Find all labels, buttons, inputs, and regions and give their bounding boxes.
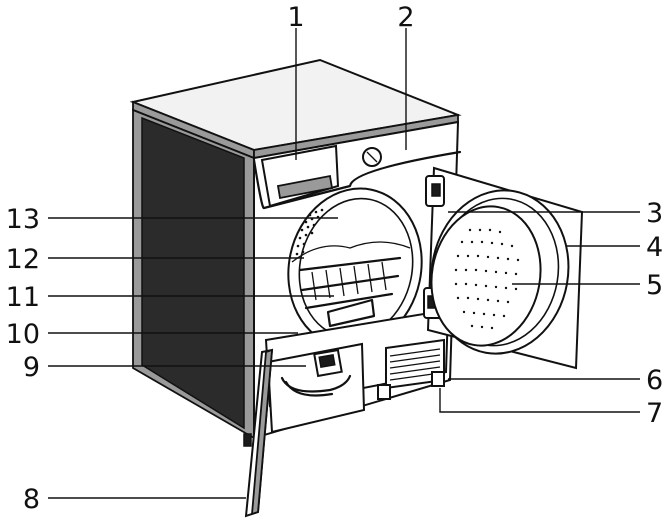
control-strip bbox=[252, 150, 462, 210]
callout-11: 11 bbox=[6, 282, 40, 313]
plinth-door bbox=[243, 348, 274, 518]
ventilation-slots bbox=[385, 338, 445, 390]
callout-7: 7 bbox=[646, 398, 663, 429]
loading-door bbox=[423, 166, 584, 370]
leader-7 bbox=[439, 388, 640, 413]
callout-10: 10 bbox=[6, 319, 40, 350]
side-panel-shade bbox=[141, 116, 245, 430]
filter-slot bbox=[326, 298, 376, 328]
callout-8: 8 bbox=[23, 484, 40, 515]
callout-6: 6 bbox=[646, 365, 663, 396]
callout-numbers: 1 2 3 4 5 6 7 8 9 10 11 12 13 bbox=[6, 2, 664, 515]
callout-1: 1 bbox=[287, 2, 304, 33]
drum-paddles bbox=[291, 241, 411, 310]
leader-lines bbox=[48, 28, 640, 499]
callout-2: 2 bbox=[397, 2, 414, 33]
drum-opening bbox=[287, 187, 423, 349]
water-container bbox=[260, 144, 340, 208]
callout-9: 9 bbox=[23, 352, 40, 383]
callout-5: 5 bbox=[646, 270, 663, 301]
callout-12: 12 bbox=[6, 244, 40, 275]
callout-4: 4 bbox=[646, 232, 663, 263]
drum-perforations bbox=[295, 208, 324, 256]
fluff-filter-mesh bbox=[454, 228, 520, 330]
callout-3: 3 bbox=[646, 198, 663, 229]
callout-13: 13 bbox=[6, 204, 40, 235]
